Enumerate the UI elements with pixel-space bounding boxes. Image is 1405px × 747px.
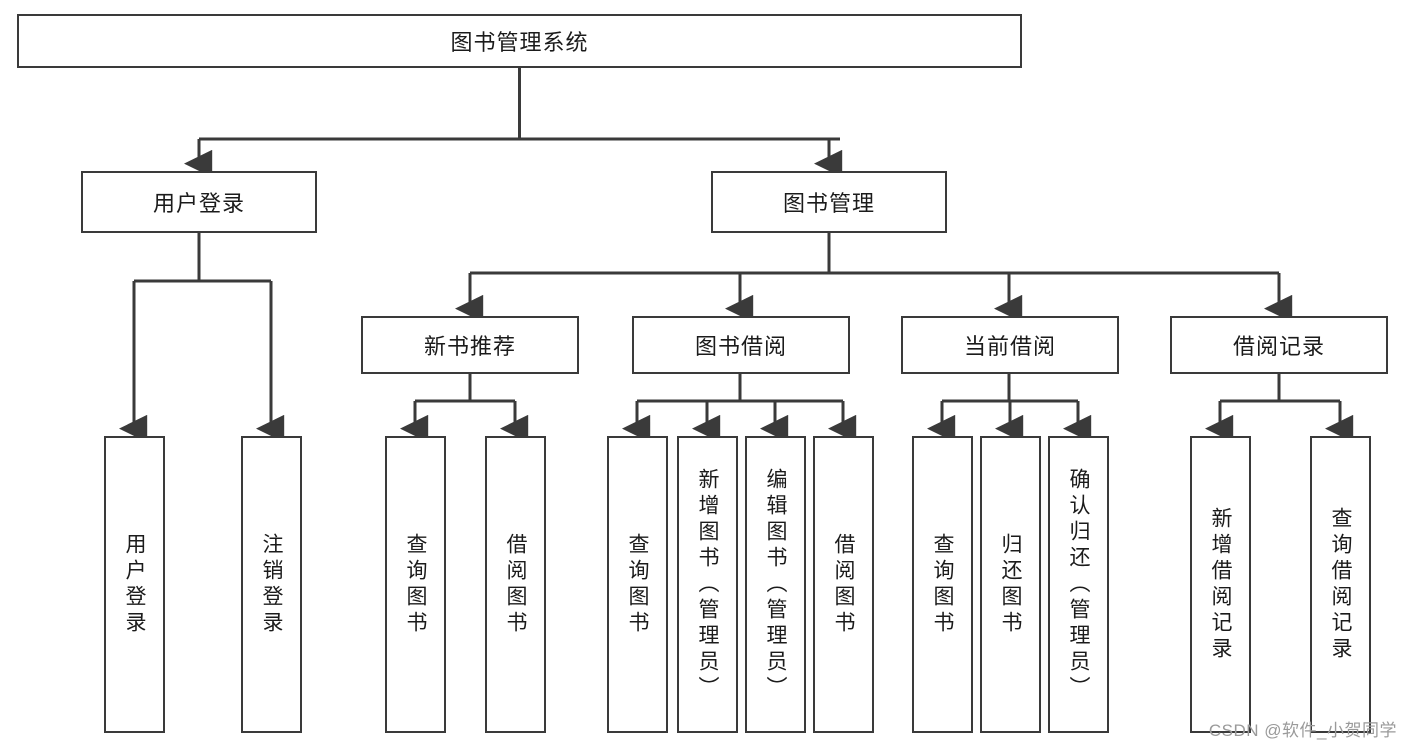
- leaf-confirm-return-admin[interactable]: 确认归还（管理员）: [1048, 436, 1109, 733]
- leaf-label: 用户登录: [123, 532, 146, 637]
- node-book-management[interactable]: 图书管理: [711, 171, 947, 233]
- node-borrow-record-label: 借阅记录: [1232, 334, 1325, 359]
- leaf-label: 归还图书: [999, 532, 1022, 637]
- node-book-borrow-label: 图书借阅: [694, 334, 787, 359]
- leaf-query-book-borrow[interactable]: 查询图书: [607, 436, 668, 733]
- leaf-logout[interactable]: 注销登录: [241, 436, 302, 733]
- node-current-borrow[interactable]: 当前借阅: [901, 316, 1119, 374]
- leaf-label: 借阅图书: [832, 532, 855, 637]
- leaf-label: 借阅图书: [504, 532, 527, 637]
- leaf-label: 查询图书: [626, 532, 649, 637]
- leaf-borrow-book-recommend[interactable]: 借阅图书: [485, 436, 546, 733]
- leaf-user-login[interactable]: 用户登录: [104, 436, 165, 733]
- leaf-label: 编辑图书（管理员）: [764, 467, 787, 702]
- leaf-query-book-current[interactable]: 查询图书: [912, 436, 973, 733]
- node-root[interactable]: 图书管理系统: [17, 14, 1022, 68]
- node-book-borrow[interactable]: 图书借阅: [632, 316, 850, 374]
- leaf-label: 确认归还（管理员）: [1067, 467, 1090, 702]
- leaf-label: 注销登录: [260, 532, 283, 637]
- node-user-login[interactable]: 用户登录: [81, 171, 317, 233]
- leaf-add-book-admin[interactable]: 新增图书（管理员）: [677, 436, 738, 733]
- node-new-book-recommend-label: 新书推荐: [423, 334, 516, 359]
- leaf-label: 查询图书: [931, 532, 954, 637]
- node-current-borrow-label: 当前借阅: [963, 334, 1056, 359]
- watermark-text: CSDN @软件_小贺同学: [1208, 721, 1397, 740]
- node-root-label: 图书管理系统: [450, 30, 589, 55]
- leaf-add-borrow-record[interactable]: 新增借阅记录: [1190, 436, 1251, 733]
- leaf-edit-book-admin[interactable]: 编辑图书（管理员）: [745, 436, 806, 733]
- leaf-borrow-book[interactable]: 借阅图书: [813, 436, 874, 733]
- node-new-book-recommend[interactable]: 新书推荐: [361, 316, 579, 374]
- leaf-query-borrow-record[interactable]: 查询借阅记录: [1310, 436, 1371, 733]
- leaf-query-book-recommend[interactable]: 查询图书: [385, 436, 446, 733]
- leaf-label: 新增借阅记录: [1209, 506, 1232, 663]
- leaf-return-book[interactable]: 归还图书: [980, 436, 1041, 733]
- node-borrow-record[interactable]: 借阅记录: [1170, 316, 1388, 374]
- leaf-label: 查询图书: [404, 532, 427, 637]
- leaf-label: 查询借阅记录: [1329, 506, 1352, 663]
- node-book-management-label: 图书管理: [782, 191, 875, 216]
- node-user-login-label: 用户登录: [152, 191, 245, 216]
- leaf-label: 新增图书（管理员）: [696, 467, 719, 702]
